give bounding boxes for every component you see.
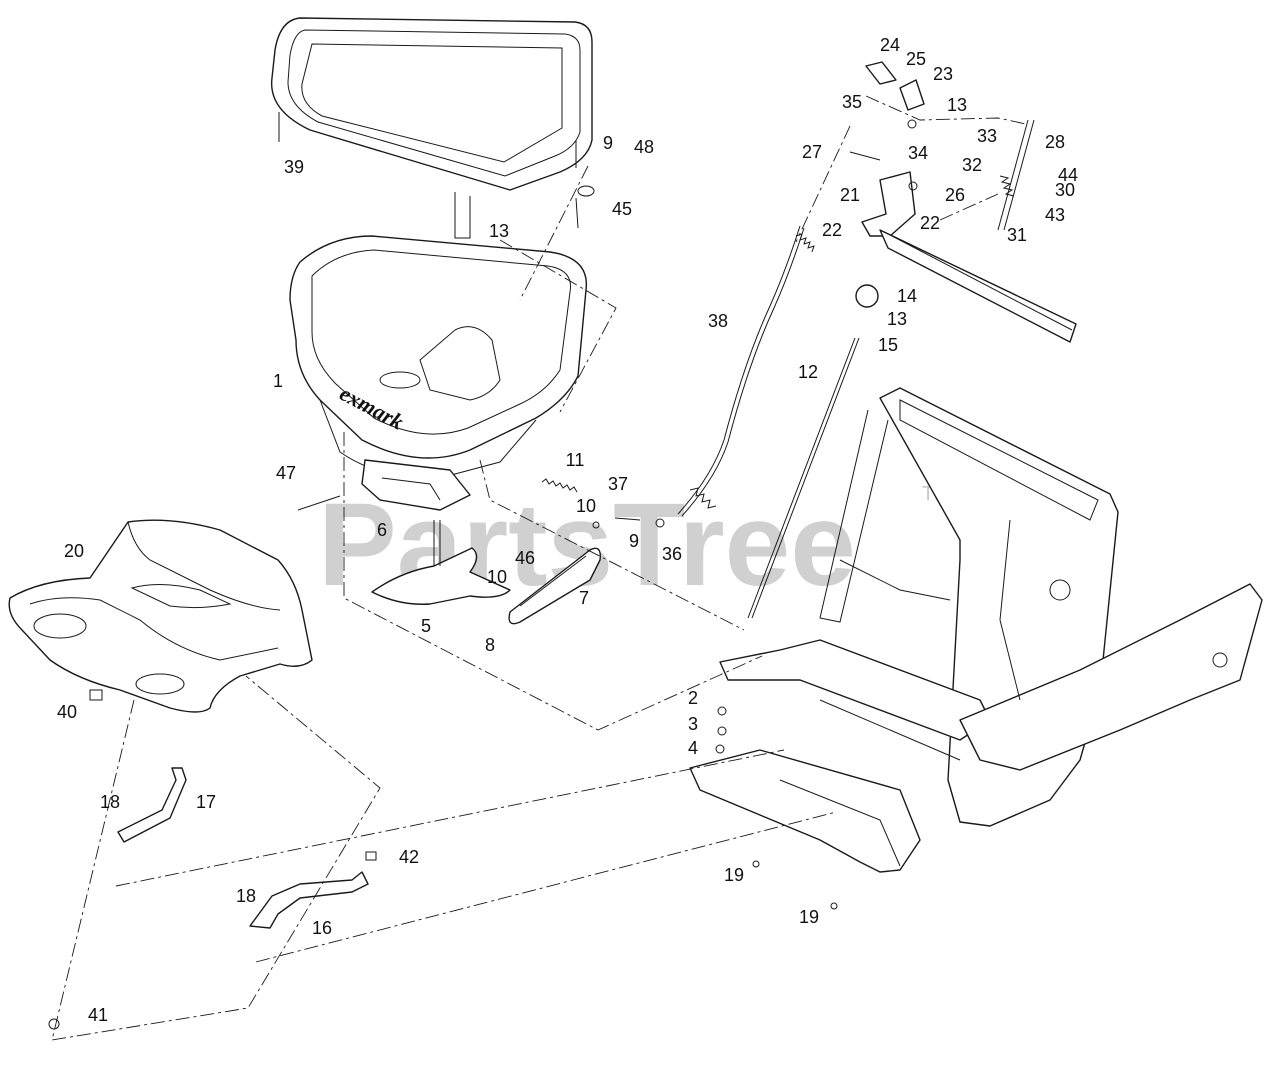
callout-c45: 45 — [612, 199, 632, 219]
callout-c42: 42 — [399, 847, 419, 867]
callout-labels: 1234567899101011121313131415161718181919… — [57, 35, 1078, 1025]
callout-c8: 8 — [485, 635, 495, 655]
callout-c7: 7 — [579, 588, 589, 608]
callout-c10b: 10 — [487, 567, 507, 587]
lever-assembly — [865, 61, 1035, 231]
callout-c13c: 13 — [887, 309, 907, 329]
callout-c6: 6 — [377, 520, 387, 540]
callout-c4: 4 — [688, 738, 698, 758]
callout-c18b: 18 — [236, 886, 256, 906]
callout-c17: 17 — [196, 792, 216, 812]
callout-c25: 25 — [906, 49, 926, 69]
callout-c2: 2 — [688, 688, 698, 708]
mount-bracket-16 — [249, 871, 369, 929]
callout-c33: 33 — [977, 126, 997, 146]
control-bracket — [861, 171, 1077, 343]
callout-c43: 43 — [1045, 205, 1065, 225]
callout-c23: 23 — [933, 64, 953, 84]
callout-c18a: 18 — [100, 792, 120, 812]
callout-c15: 15 — [878, 335, 898, 355]
callout-c12: 12 — [798, 362, 818, 382]
callout-c39: 39 — [284, 157, 304, 177]
callout-c1: 1 — [273, 371, 283, 391]
callout-c35: 35 — [842, 92, 862, 112]
callout-c27: 27 — [802, 142, 822, 162]
callout-c38: 38 — [708, 311, 728, 331]
callout-c14: 14 — [897, 286, 917, 306]
callout-c26: 26 — [945, 185, 965, 205]
hardware-pieces — [48, 119, 918, 1030]
callout-c22b: 22 — [822, 220, 842, 240]
callout-c44: 44 — [1058, 165, 1078, 185]
callout-c30: 30 — [1055, 180, 1075, 200]
callout-c3: 3 — [688, 714, 698, 734]
callout-c13b: 13 — [947, 95, 967, 115]
control-cable — [677, 225, 815, 517]
hopper-lid — [270, 17, 593, 239]
callout-c36: 36 — [662, 544, 682, 564]
callout-c34: 34 — [908, 143, 928, 163]
spreader-hopper: exmark — [289, 235, 588, 479]
callout-c40: 40 — [57, 702, 77, 722]
control-rod — [747, 337, 856, 619]
callout-c20: 20 — [64, 541, 84, 561]
spring — [541, 478, 578, 493]
callout-c47: 47 — [276, 463, 296, 483]
callout-c11: 11 — [566, 450, 585, 470]
callout-c9b: 9 — [629, 531, 639, 551]
callout-c41: 41 — [88, 1005, 108, 1025]
callout-c9a: 9 — [603, 133, 613, 153]
mower-frame — [689, 387, 1263, 873]
callout-c28: 28 — [1045, 132, 1065, 152]
callout-c31: 31 — [1007, 225, 1027, 245]
callout-c13a: 13 — [489, 221, 509, 241]
callout-c19b: 19 — [799, 907, 819, 927]
callout-c21: 21 — [840, 185, 860, 205]
callout-c24: 24 — [880, 35, 900, 55]
mount-bracket-17 — [117, 767, 187, 843]
callout-c19a: 19 — [724, 865, 744, 885]
chute-shield — [8, 519, 313, 713]
callout-c10a: 10 — [576, 496, 596, 516]
callout-c37: 37 — [608, 474, 628, 494]
callout-c22a: 22 — [920, 213, 940, 233]
callout-c48: 48 — [634, 137, 654, 157]
control-knob — [855, 284, 879, 308]
assembly-guide-lines — [51, 95, 1027, 1041]
callout-c16: 16 — [312, 918, 332, 938]
spinner-plate — [371, 520, 511, 605]
callout-c32: 32 — [962, 155, 982, 175]
deflector-plate — [508, 547, 601, 625]
hopper-gearbox — [297, 459, 471, 511]
callout-c5: 5 — [421, 616, 431, 636]
callout-c46: 46 — [515, 548, 535, 568]
